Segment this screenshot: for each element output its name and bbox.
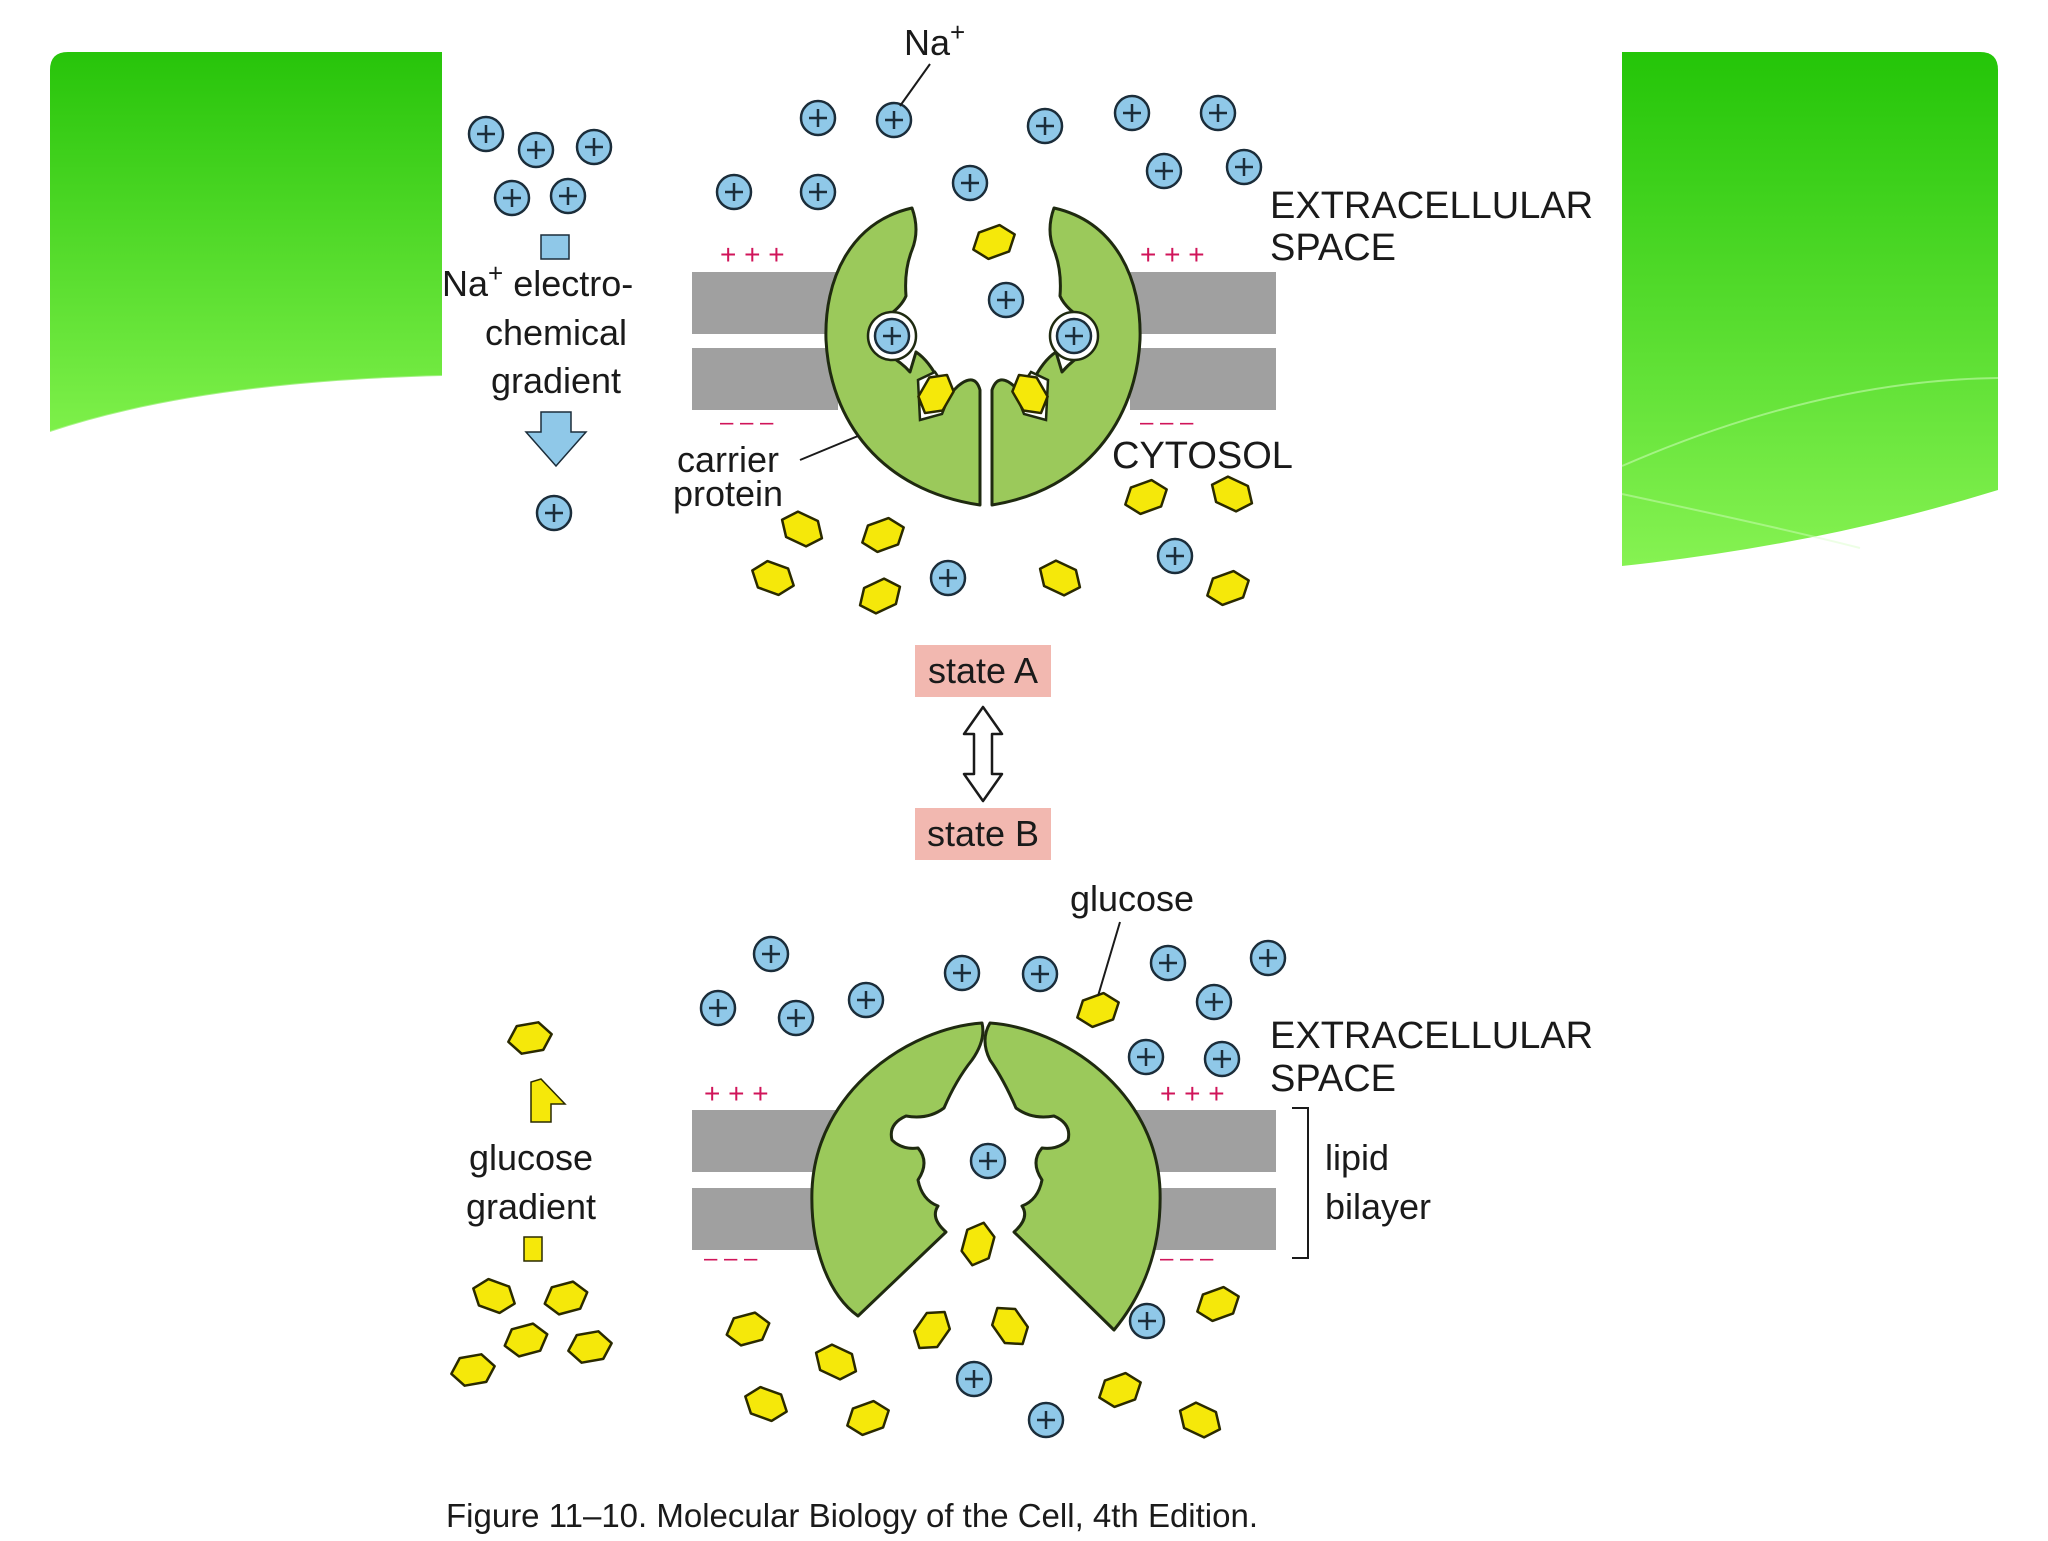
membrane-charge-plus-bl: + + + [704,1078,769,1109]
carrier-protein-label-2: protein [673,473,783,514]
carrier-protein-pointer [799,435,859,461]
state-b-badge [915,808,1051,860]
membrane-charge-minus-br: – – – [1140,409,1194,436]
membrane-top-left-outer [692,272,838,334]
state-b-label: state B [927,813,1039,854]
membrane-charge-plus-br: + + + [1160,1078,1225,1109]
extracellular-label-bottom-1: EXTRACELLULAR [1270,1015,1593,1057]
green-corner-left [50,52,442,432]
membrane-charge-minus-br2: – – – [1160,1245,1214,1272]
membrane-bottom-left-outer [692,1110,838,1172]
glucose-gradient-label-2: gradient [466,1186,596,1227]
glucose-gradient-label-1: glucose [469,1137,593,1178]
lipid-bilayer-label-2: bilayer [1325,1186,1431,1227]
na-gradient-label-2: chemical [485,312,627,353]
extracellular-label-bottom-2: SPACE [1270,1058,1396,1100]
double-arrow-icon [962,705,1004,803]
membrane-top-right-outer [1130,272,1276,334]
state-a-badge [915,645,1051,697]
membrane-top-right-inner [1130,348,1276,410]
na-gradient-label-3: gradient [491,360,621,401]
lipid-bilayer-label-1: lipid [1325,1137,1389,1178]
na-gradient-label-1: Na+ electro- [442,258,633,304]
top-panel: + + + + + + – – – – – – [442,17,1593,620]
figure-caption: Figure 11–10. Molecular Biology of the C… [446,1497,1258,1534]
extracellular-label-top-2: SPACE [1270,227,1396,269]
glucose-pointer [1097,921,1121,997]
membrane-charge-plus-tr: + + + [1140,239,1205,270]
na-gradient-arrow-stem [540,234,570,260]
cytosol-label: CYTOSOL [1112,435,1293,477]
glucose-gradient-arrow-stem [523,1236,543,1262]
glucose-gradient-arrow-up-icon [530,1078,567,1123]
carrier-protein-right-half-a [990,206,1142,507]
na-ion-label: Na+ [904,17,965,63]
carrier-protein-right-half-b [983,1021,1162,1332]
carrier-protein-label-1: carrier [677,439,779,480]
state-transition: state A state B [915,645,1051,860]
extracellular-label-top-1: EXTRACELLULAR [1270,185,1593,227]
sodium-in-carrier [969,1142,1007,1180]
glucose-released [957,1217,999,1271]
glucose-label: glucose [1070,878,1194,919]
green-corner-right [1622,52,1998,566]
na-ion-pointer [899,63,931,107]
sodium-bound-left [873,317,911,355]
membrane-top-left-inner [692,348,838,410]
bottom-panel: + + + + + + – – – – – – [447,878,1593,1444]
sodium-ions-bottom [699,935,1287,1439]
slide-decoration [49,52,1999,566]
carrier-protein-left-half-b [810,1021,985,1318]
membrane-charge-minus-bl2: – – – [704,1245,758,1272]
sodium-bound-right [1055,317,1093,355]
lipid-bilayer-bracket [1292,1107,1309,1259]
state-a-label: state A [928,650,1038,691]
membrane-charge-minus-bl: – – – [720,409,774,436]
membrane-charge-plus-tl: + + + [720,239,785,270]
na-gradient-arrow-down-icon [524,411,588,468]
carrier-protein-left-half-a [824,206,982,507]
